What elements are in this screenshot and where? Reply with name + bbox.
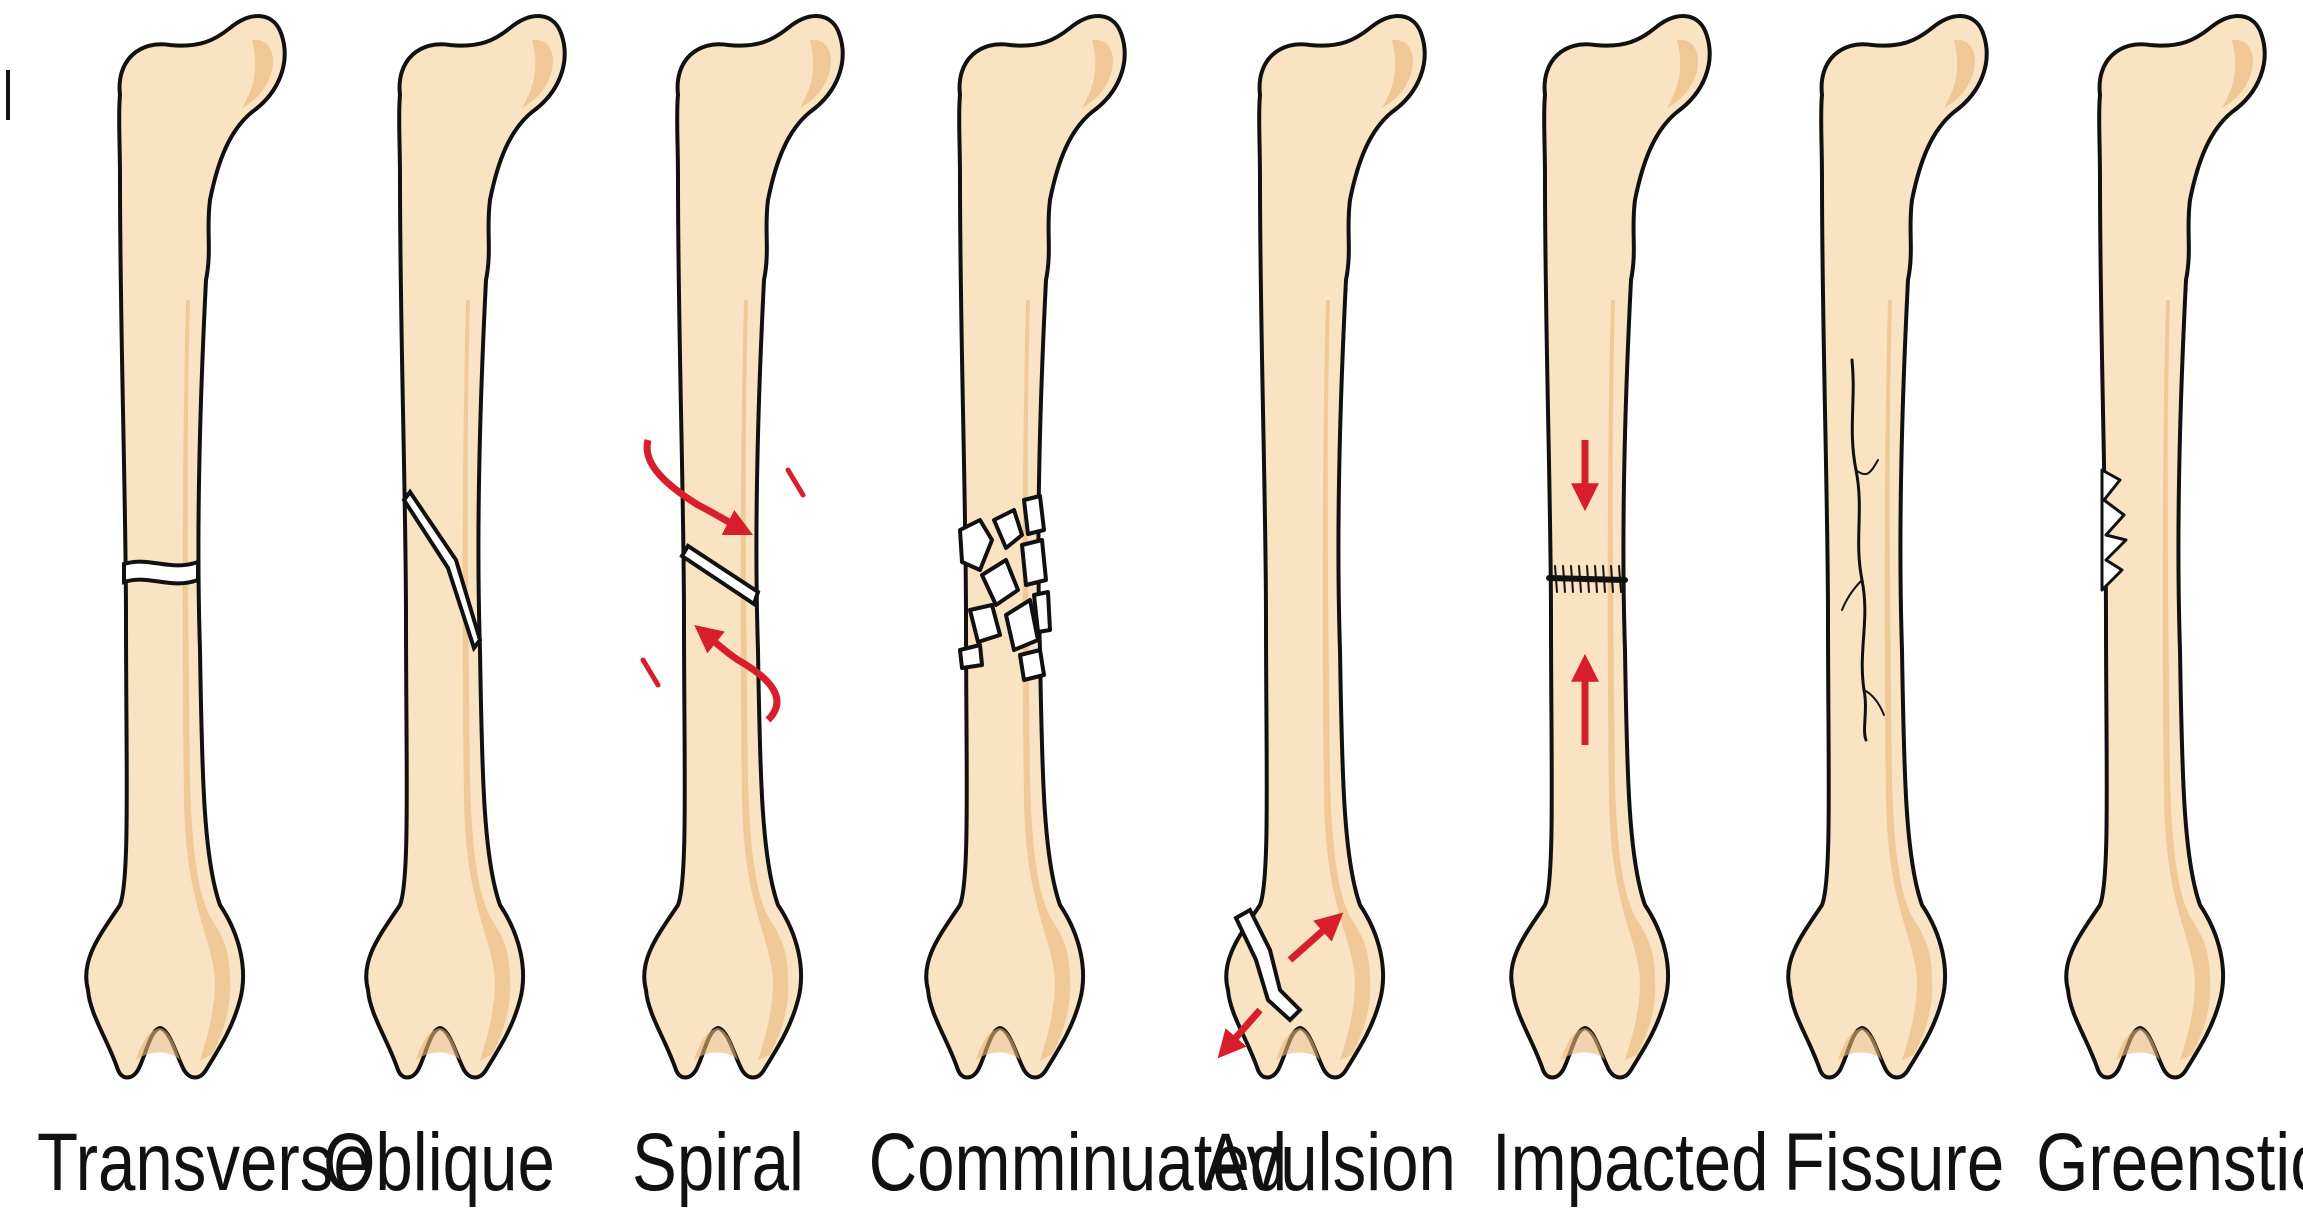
label-spiral: Spiral bbox=[632, 1117, 804, 1208]
bone-avulsion bbox=[1217, 14, 1427, 1080]
bone-shade bbox=[182, 300, 231, 1060]
bone-transverse bbox=[84, 14, 287, 1080]
label-transverse: Transverse bbox=[37, 1117, 371, 1208]
bone-head-shade bbox=[1082, 39, 1114, 108]
bone-notch-shade bbox=[1838, 1028, 1882, 1060]
comminuated-fragment bbox=[980, 558, 1020, 607]
oblique-break bbox=[401, 488, 483, 653]
impacted-hatch bbox=[1618, 565, 1622, 593]
bone-shade bbox=[1607, 300, 1656, 1060]
avulsion-arrow-down bbox=[1217, 1007, 1263, 1059]
edge-mark bbox=[6, 70, 10, 120]
comminuated-fragment bbox=[1020, 538, 1048, 587]
comminuated-fragment bbox=[958, 643, 984, 670]
bone-shade bbox=[740, 300, 789, 1060]
bone-notch-shade bbox=[136, 1028, 180, 1060]
bone-head-shade bbox=[800, 39, 832, 108]
spiral-arrow-bottom bbox=[694, 625, 781, 723]
bone-greenstick bbox=[2064, 14, 2267, 1080]
spiral-tick-top bbox=[785, 467, 806, 498]
impacted-hatch bbox=[1578, 565, 1582, 593]
bone-head-shade bbox=[2222, 39, 2254, 108]
impacted-hatch bbox=[1586, 565, 1590, 593]
label-comminuated: Comminuated bbox=[868, 1117, 1288, 1208]
comminuated-fragment bbox=[1032, 590, 1052, 634]
impacted-hatch bbox=[1562, 565, 1566, 593]
impacted-hatch bbox=[1594, 565, 1598, 593]
label-greenstick: Greenstick bbox=[2036, 1117, 2303, 1208]
label-impacted: Impacted bbox=[1492, 1117, 1769, 1208]
bone-head-shade bbox=[1944, 39, 1976, 108]
bone-shade bbox=[1022, 300, 1071, 1060]
fissure-branch bbox=[1855, 459, 1879, 476]
bone-notch-shade bbox=[694, 1028, 738, 1060]
bone-shade bbox=[1322, 300, 1371, 1060]
bone-spiral bbox=[640, 14, 845, 1080]
comminuated-fragment bbox=[992, 508, 1024, 550]
comminuated-fragment bbox=[958, 518, 994, 572]
bone-head-shade bbox=[242, 39, 274, 108]
bone-comminuated bbox=[924, 14, 1127, 1080]
avulsion-arrow-up bbox=[1287, 912, 1344, 963]
spiral-break bbox=[679, 543, 761, 608]
bone-notch-shade bbox=[416, 1028, 460, 1060]
comminuated-fragment bbox=[968, 603, 1002, 644]
label-fissure: Fissure bbox=[1783, 1117, 2005, 1208]
transverse-break bbox=[122, 559, 200, 586]
fissure-branch bbox=[1841, 579, 1863, 611]
impacted-hatch bbox=[1554, 565, 1558, 593]
impacted-hatch bbox=[1602, 565, 1606, 593]
spiral-tick-bottom bbox=[640, 657, 661, 688]
label-avulsion: Avulsion bbox=[1203, 1117, 1456, 1208]
bone-shade bbox=[462, 300, 511, 1060]
comminuated-fragment bbox=[1018, 648, 1046, 682]
bone-notch-shade bbox=[1276, 1028, 1320, 1060]
label-oblique: Oblique bbox=[323, 1117, 555, 1208]
comminuated-fragment bbox=[1022, 494, 1046, 536]
spiral-arrow-top bbox=[643, 439, 754, 536]
fissure-crack bbox=[1850, 358, 1868, 742]
bone-notch-shade bbox=[2116, 1028, 2160, 1060]
fissure-branch bbox=[1863, 689, 1885, 716]
bone-notch-shade bbox=[976, 1028, 1020, 1060]
bone-shade bbox=[1884, 300, 1933, 1060]
comminuated-fragment bbox=[1004, 598, 1040, 652]
avulsion-break bbox=[1233, 907, 1303, 1023]
bone-head-shade bbox=[522, 39, 554, 108]
bone-head-shade bbox=[1667, 39, 1699, 108]
bone-oblique bbox=[364, 14, 567, 1080]
impacted-hatch bbox=[1570, 565, 1574, 593]
bone-shade bbox=[2162, 300, 2211, 1060]
bone-notch-shade bbox=[1561, 1028, 1605, 1060]
greenstick-crack bbox=[2100, 468, 2128, 592]
impacted-hatch bbox=[1610, 565, 1614, 593]
bone-impacted bbox=[1509, 14, 1712, 1080]
bone-head-shade bbox=[1382, 39, 1414, 108]
bone-fissure bbox=[1786, 14, 1989, 1080]
